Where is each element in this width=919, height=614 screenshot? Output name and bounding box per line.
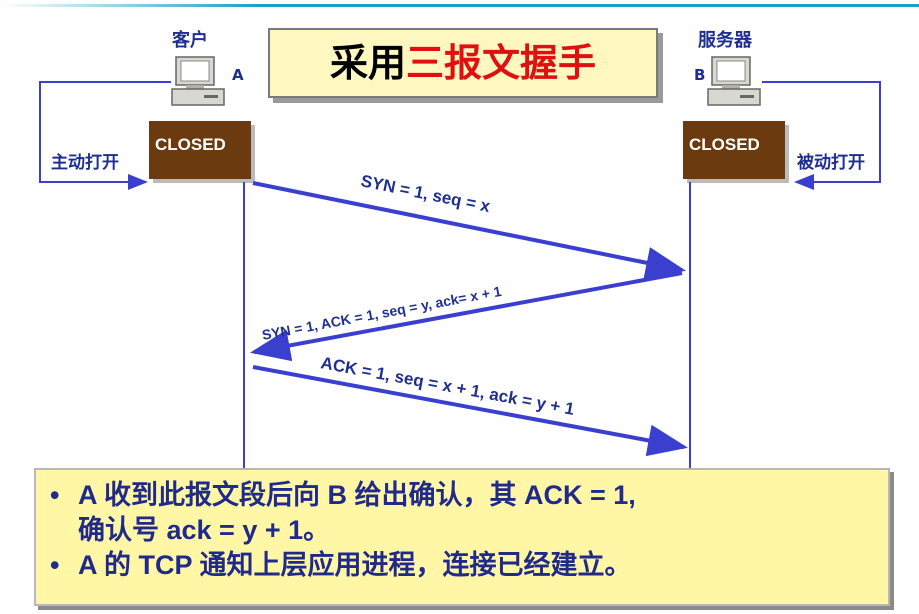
title-part2: 三报文握手 xyxy=(406,41,597,85)
server-state-closed: CLOSED xyxy=(683,121,785,179)
client-state-closed: CLOSED xyxy=(149,121,251,179)
server-label: 服务器 xyxy=(698,30,752,51)
server-letter: B xyxy=(694,66,706,84)
explanation-note: • A 收到此报文段后向 B 给出确认，其 ACK = 1, 确认号 ack = … xyxy=(34,468,890,606)
note-line-2-text: 确认号 ack = y + 1。 xyxy=(78,515,331,545)
title-box: 采用三报文握手 xyxy=(268,28,658,98)
note-line-1: • A 收到此报文段后向 B 给出确认，其 ACK = 1, xyxy=(50,478,888,513)
syn-arrow xyxy=(252,181,686,279)
server-passive-open-label: 被动打开 xyxy=(797,153,865,173)
top-divider-line xyxy=(0,4,919,7)
note-bullet-2: • xyxy=(50,550,60,580)
client-label: 客户 xyxy=(172,30,208,51)
server-open-loop-arrow xyxy=(762,81,881,190)
title-part1: 采用 xyxy=(329,41,406,85)
server-computer-icon xyxy=(707,56,761,106)
client-computer-icon xyxy=(171,56,225,106)
ack-arrow xyxy=(252,365,688,457)
note-line-2: 确认号 ack = y + 1。 xyxy=(50,513,888,548)
client-active-open-label: 主动打开 xyxy=(51,153,119,173)
syn-ack-arrow xyxy=(250,271,683,362)
client-open-loop-arrow xyxy=(39,81,171,190)
note-line-3: • A 的 TCP 通知上层应用进程，连接已经建立。 xyxy=(50,548,888,583)
note-line-1-text: A 收到此报文段后向 B 给出确认，其 ACK = 1, xyxy=(78,480,636,510)
note-bullet-1: • xyxy=(50,480,60,510)
note-line-3-text: A 的 TCP 通知上层应用进程，连接已经建立。 xyxy=(78,550,632,580)
client-letter: A xyxy=(232,66,244,84)
